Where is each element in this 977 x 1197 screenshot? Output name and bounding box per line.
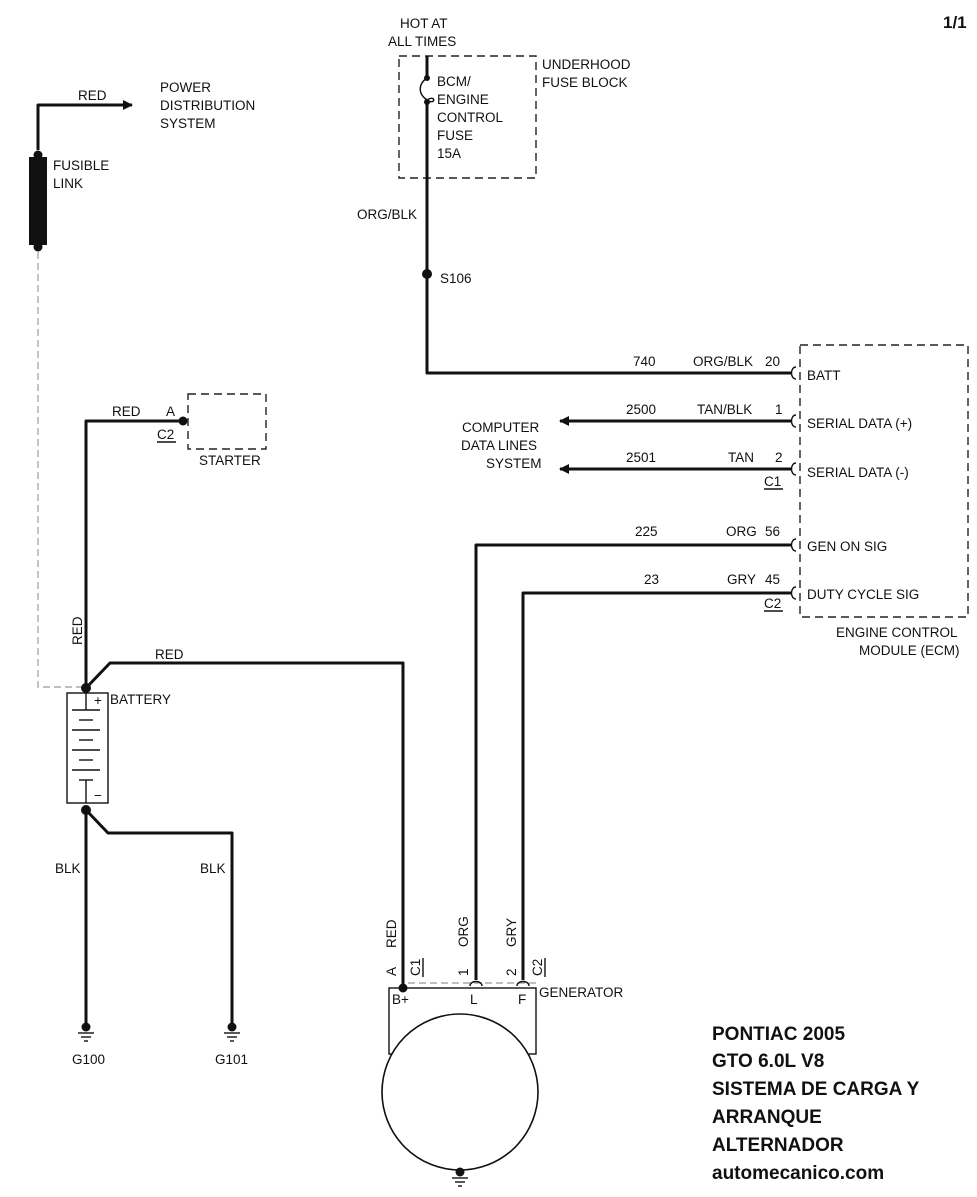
ecm-color-23: GRY bbox=[727, 572, 756, 587]
fusible-link-label-2: LINK bbox=[53, 176, 83, 191]
ecm-pin-20: 20 bbox=[765, 354, 780, 369]
title-system: SISTEMA DE CARGA Y bbox=[712, 1079, 920, 1100]
ground-g100-icon bbox=[78, 1022, 94, 1042]
battery-minus: − bbox=[94, 788, 102, 803]
ecm-pin-45: 45 bbox=[765, 572, 780, 587]
ecm-circuit-2500: 2500 bbox=[626, 402, 656, 417]
title-block: PONTIAC 2005 GTO 6.0L V8 SISTEMA DE CARG… bbox=[712, 1024, 920, 1184]
gen-connector-c2: C2 bbox=[530, 959, 545, 976]
underhood-fuse-block: HOT AT ALL TIMES UNDERHOOD FUSE BLOCK BC… bbox=[357, 16, 792, 375]
starter: RED A C2 STARTER bbox=[84, 393, 267, 688]
starter-connector: C2 bbox=[157, 427, 174, 442]
title-make: PONTIAC 2005 bbox=[712, 1024, 845, 1045]
all-times-label: ALL TIMES bbox=[388, 34, 456, 49]
splice-label: S106 bbox=[440, 271, 472, 286]
ecm-circuit-2501: 2501 bbox=[626, 450, 656, 465]
power-distribution-feed: RED POWER DISTRIBUTION SYSTEM FUSIBLE LI… bbox=[29, 80, 255, 688]
gen-term-b: B+ bbox=[392, 992, 409, 1007]
page-number: 1/1 bbox=[943, 13, 967, 32]
ecm-color-225: ORG bbox=[726, 524, 757, 539]
ground-wire-2: BLK bbox=[200, 861, 226, 876]
ecm-pin-56: 56 bbox=[765, 524, 780, 539]
ecm-signal-batt: BATT bbox=[807, 368, 841, 383]
fuse-out-wire-color: ORG/BLK bbox=[357, 207, 417, 222]
fuse-name-3: CONTROL bbox=[437, 110, 503, 125]
ecm-signal-serial-plus: SERIAL DATA (+) bbox=[807, 416, 912, 431]
engine-control-module: ENGINE CONTROL MODULE (ECM) 740 ORG/BLK … bbox=[461, 344, 969, 980]
fuse-symbol bbox=[419, 77, 435, 103]
ecm-connector-c1: C1 bbox=[764, 474, 781, 489]
fuse-name-1: BCM/ bbox=[437, 74, 471, 89]
battery-pos-wire: RED bbox=[70, 616, 85, 645]
title-model: GTO 6.0L V8 bbox=[712, 1051, 824, 1072]
ecm-name-1: ENGINE CONTROL bbox=[836, 625, 958, 640]
gen-term-f: F bbox=[518, 992, 526, 1007]
battery-gen-wire: RED bbox=[155, 647, 184, 662]
power-dist-line-1: POWER bbox=[160, 80, 211, 95]
generator-name: GENERATOR bbox=[539, 985, 624, 1000]
generator-ground-icon bbox=[452, 1167, 468, 1187]
ecm-name-2: MODULE (ECM) bbox=[859, 643, 960, 658]
ground-g100-label: G100 bbox=[72, 1052, 105, 1067]
ecm-circuit-225: 225 bbox=[635, 524, 658, 539]
ecm-circuit-740: 740 bbox=[633, 354, 656, 369]
data-lines-2: DATA LINES bbox=[461, 438, 537, 453]
gen-pin-2: 2 bbox=[504, 968, 519, 976]
gen-wire-red: RED bbox=[384, 919, 399, 948]
fuse-name-4: FUSE bbox=[437, 128, 473, 143]
fusible-link bbox=[29, 157, 47, 245]
starter-name: STARTER bbox=[199, 453, 261, 468]
gen-wire-gry: GRY bbox=[504, 918, 519, 947]
ecm-pin-2: 2 bbox=[775, 450, 783, 465]
fusible-link-lead bbox=[37, 252, 88, 688]
data-lines-1: COMPUTER bbox=[462, 420, 540, 435]
ground-wire-1: BLK bbox=[55, 861, 81, 876]
ecm-color-2501: TAN bbox=[728, 450, 754, 465]
ecm-circuit-23: 23 bbox=[644, 572, 659, 587]
generator-body-icon bbox=[381, 1013, 539, 1171]
fuse-name-2: ENGINE bbox=[437, 92, 489, 107]
power-dist-line-3: SYSTEM bbox=[160, 116, 216, 131]
power-dist-line-2: DISTRIBUTION bbox=[160, 98, 255, 113]
ground-g101-icon bbox=[224, 1022, 240, 1042]
battery-name: BATTERY bbox=[110, 692, 171, 707]
battery-plus: + bbox=[94, 693, 102, 708]
battery-outline bbox=[66, 692, 109, 804]
generator: RED ORG GRY A C1 1 2 C2 GENERATOR B+ L F bbox=[381, 916, 624, 1187]
gen-term-l: L bbox=[470, 992, 478, 1007]
gen-pin-1: 1 bbox=[456, 968, 471, 976]
starter-outline bbox=[187, 393, 267, 450]
ecm-connector-c2: C2 bbox=[764, 596, 781, 611]
battery: RED RED + − BATTERY BLK BLK G100 bbox=[55, 616, 405, 1067]
title-component: ALTERNADOR bbox=[712, 1135, 844, 1156]
ecm-color-740: ORG/BLK bbox=[693, 354, 753, 369]
ecm-signal-gen-on: GEN ON SIG bbox=[807, 539, 887, 554]
starter-pin: A bbox=[166, 404, 175, 419]
ground-g101-label: G101 bbox=[215, 1052, 248, 1067]
starter-wire-color: RED bbox=[112, 404, 141, 419]
ecm-signal-duty-cycle: DUTY CYCLE SIG bbox=[807, 587, 919, 602]
fusible-link-label-1: FUSIBLE bbox=[53, 158, 109, 173]
gen-wire-org: ORG bbox=[456, 916, 471, 947]
gen-connector-c1: C1 bbox=[408, 959, 423, 976]
ecm-outline bbox=[799, 344, 969, 618]
power-wire-color: RED bbox=[78, 88, 107, 103]
fuse-block-label: UNDERHOOD bbox=[542, 57, 631, 72]
fuse-rating: 15A bbox=[437, 146, 461, 161]
ecm-pin-1: 1 bbox=[775, 402, 783, 417]
title-site: automecanico.com bbox=[712, 1163, 884, 1184]
ecm-color-2500: TAN/BLK bbox=[697, 402, 752, 417]
gen-pin-a: A bbox=[384, 967, 399, 976]
hot-at-label: HOT AT bbox=[400, 16, 448, 31]
title-system-2: ARRANQUE bbox=[712, 1107, 822, 1128]
ecm-signal-serial-minus: SERIAL DATA (-) bbox=[807, 465, 909, 480]
data-lines-3: SYSTEM bbox=[486, 456, 542, 471]
fuse-block-outline bbox=[398, 55, 537, 179]
fuse-block-label-2: FUSE BLOCK bbox=[542, 75, 628, 90]
